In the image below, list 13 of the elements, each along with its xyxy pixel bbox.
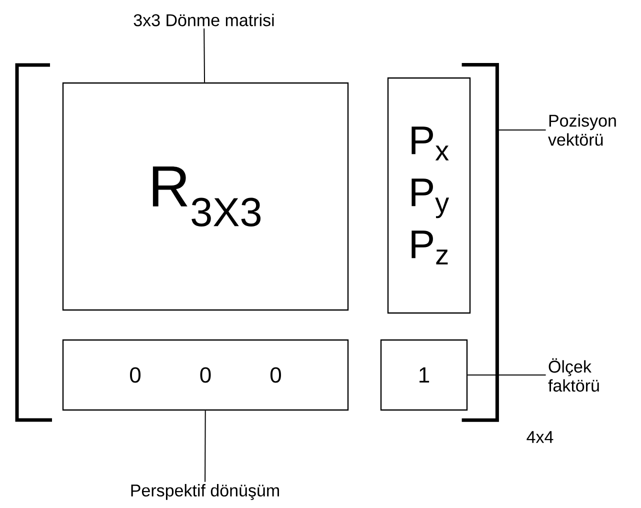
leader-label: Pozisyon vektörü: [548, 114, 616, 146]
leader-line: [467, 374, 546, 376]
leader-label: 3x3 Dönme matrisi: [134, 14, 274, 26]
leader-line: [204, 28, 206, 83]
matrix-box: R$_{3X3}$: [62, 82, 349, 311]
matrix-box: 0 0 0: [62, 339, 349, 411]
matrix-box: 1: [380, 339, 468, 411]
matrix-box: P$_{x}$ P$_{y}$ P$_{z}$: [387, 77, 471, 314]
leader-label: Ölçek faktörü: [548, 358, 599, 392]
leader-label: Perspektif dönüşüm: [131, 484, 279, 500]
leader-line: [204, 410, 206, 482]
matrix-bracket: [462, 63, 499, 422]
size-label: 4x4: [526, 431, 554, 443]
